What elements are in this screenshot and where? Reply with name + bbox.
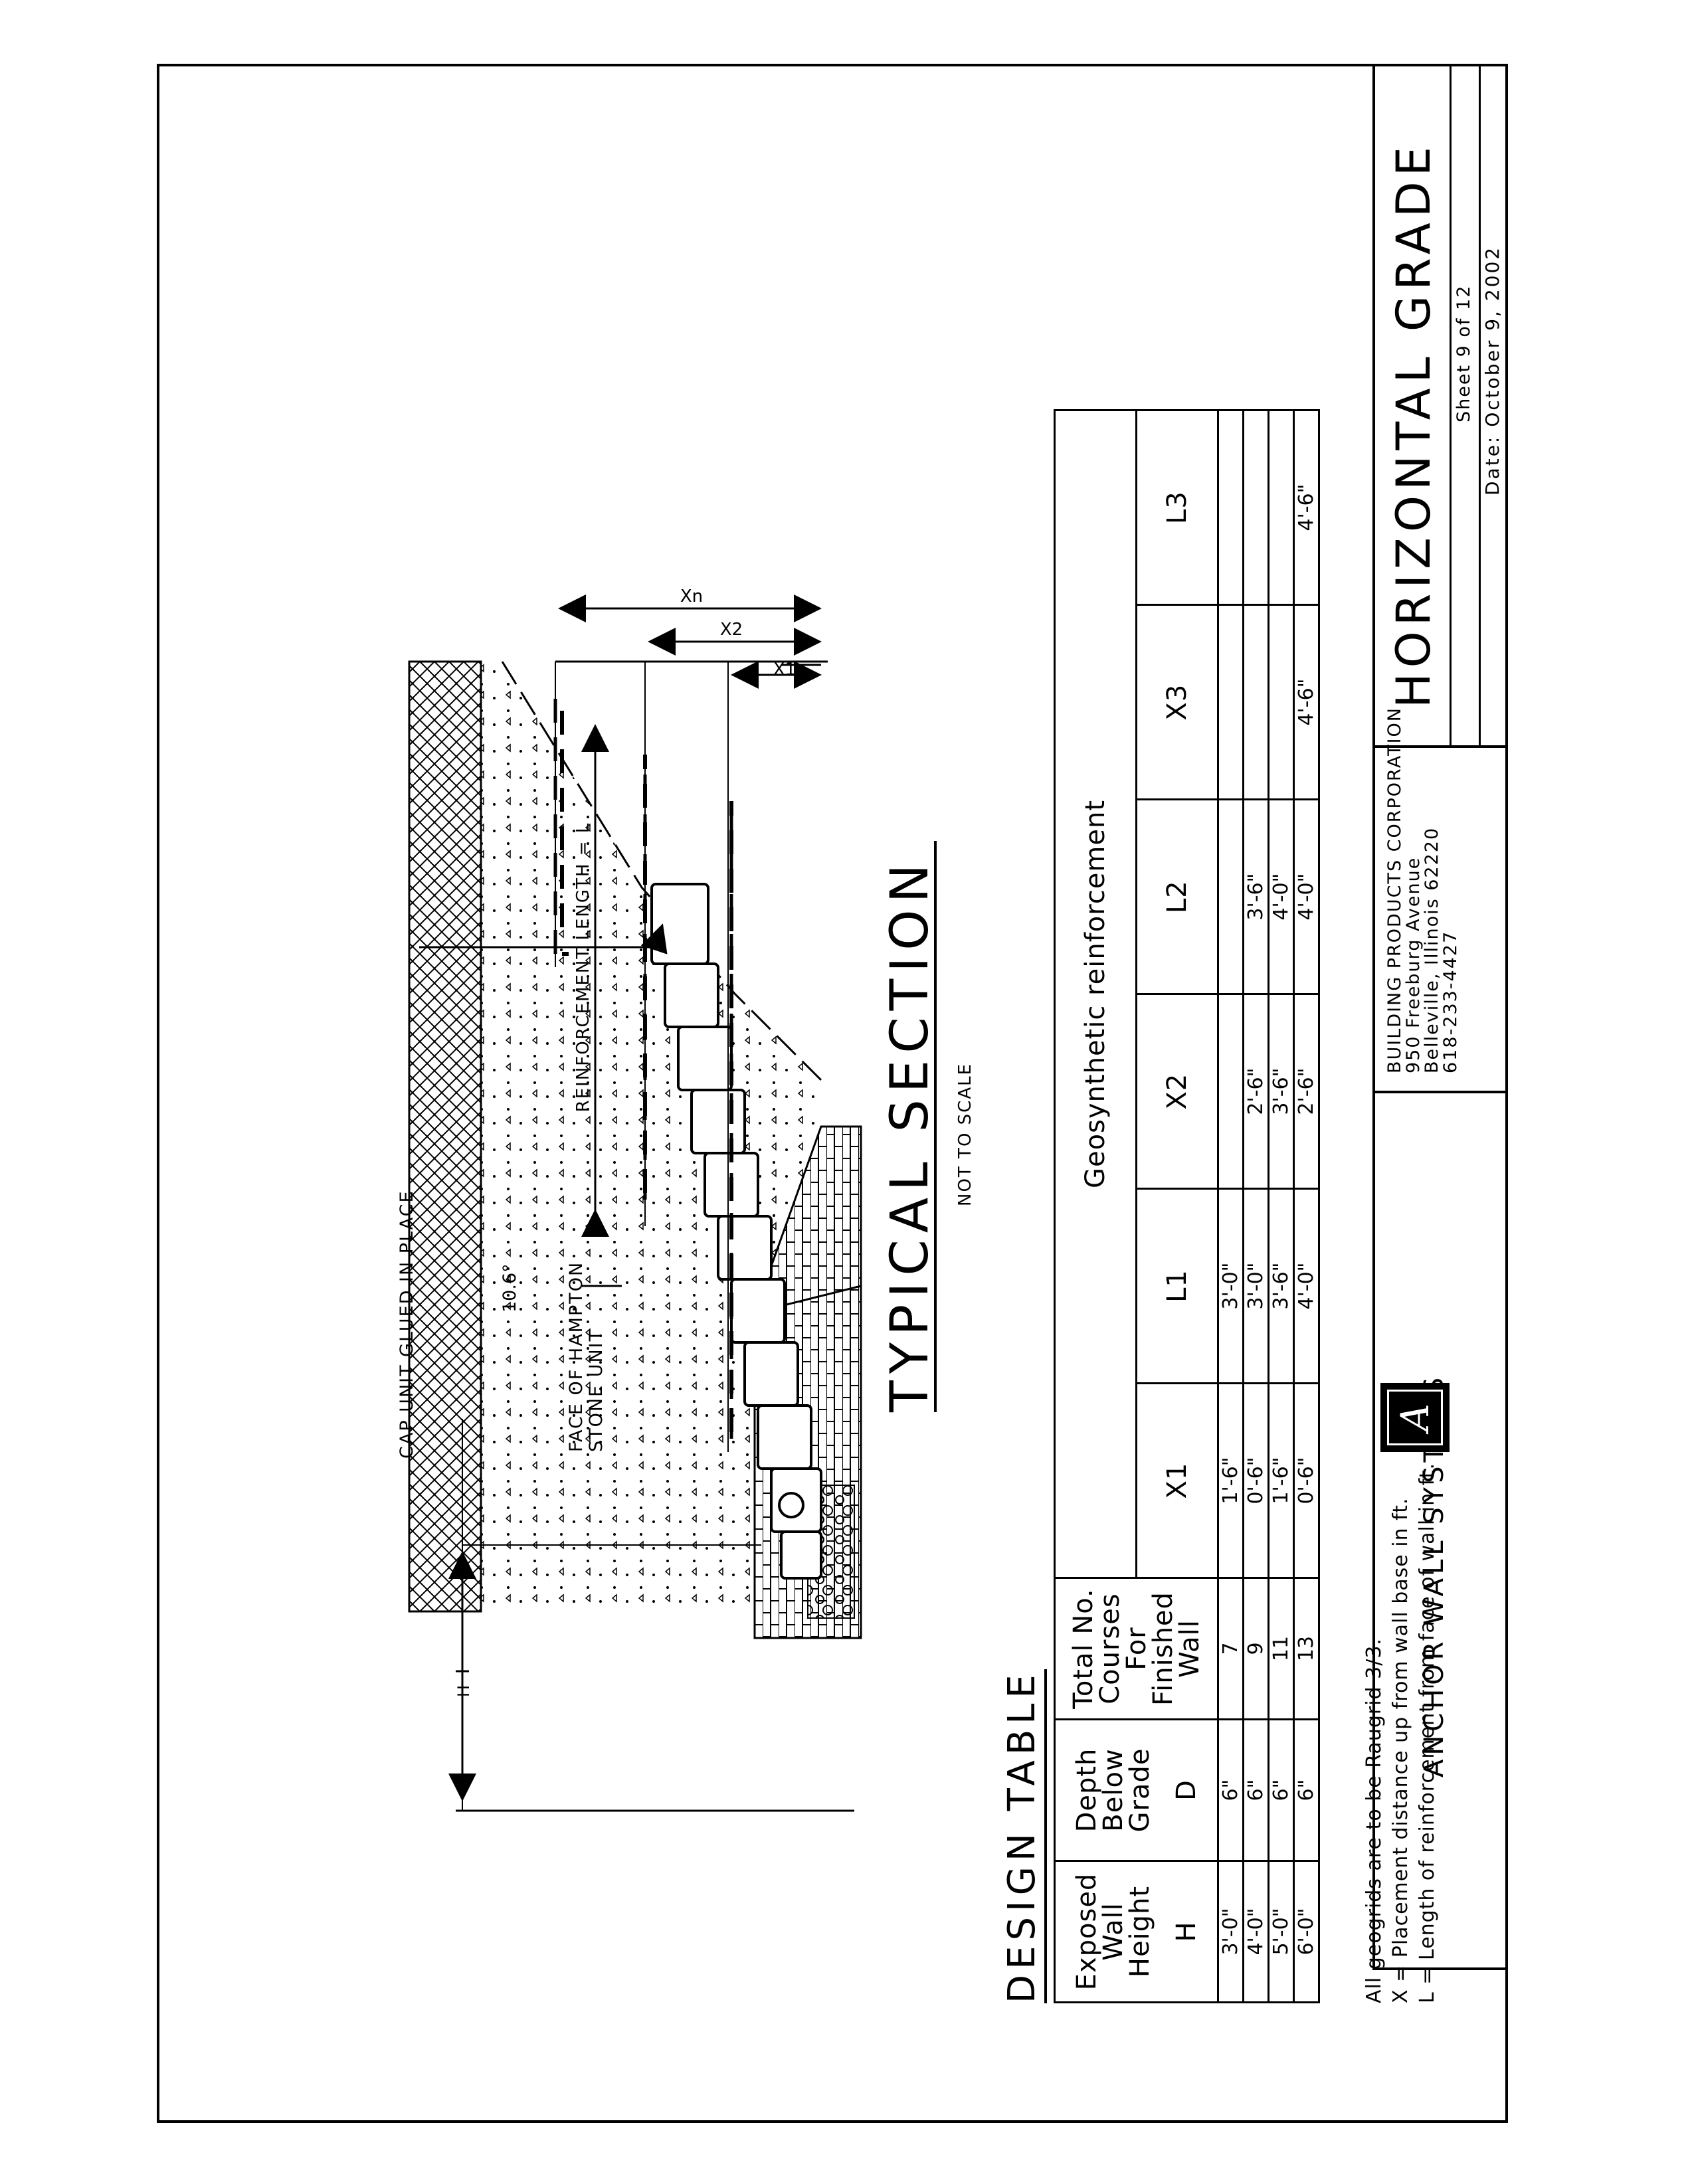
batter-label: 10.6°: [500, 1263, 520, 1313]
face-unit-label-2: STONE UNIT: [586, 1329, 607, 1452]
sheet-date: Date: October 9, 2002: [1481, 245, 1503, 496]
reinforcement-label: REINFORCEMENT LENGTH = L: [573, 822, 593, 1113]
title-block-divider: [1372, 64, 1375, 1970]
header-courses: Total No. Courses For Finished Wall: [1054, 1578, 1218, 1720]
header-l3: L3: [1136, 410, 1218, 605]
x2-label: X2: [720, 620, 743, 640]
table-row: 4'-0" 6" 9 0'-6" 3'-0" 2'-6" 3'-6": [1243, 410, 1269, 2003]
rotated-drawing: REINFORCEMENT LENGTH = L X1 X2 Xn H CA: [157, 64, 1508, 2123]
design-table: Exposed Wall Height H Depth Below Grade …: [1054, 409, 1320, 2003]
note-placement: X = Placement distance up from wall base…: [1389, 1497, 1412, 2003]
header-l1: L1: [1136, 1188, 1218, 1384]
design-table-title: DESIGN TABLE: [1000, 1669, 1047, 2003]
drawing-sheet-border: [157, 64, 1508, 2123]
header-geosynthetic: Geosynthetic reinforcement: [1054, 410, 1137, 1578]
section-subtitle: NOT TO SCALE: [955, 1063, 975, 1206]
address-block: BUILDING PRODUCTS CORPORATION 950 Freebu…: [1384, 706, 1461, 1073]
x1-label: X1: [773, 660, 796, 680]
typical-section-drawing: REINFORCEMENT LENGTH = L X1 X2 Xn H CA: [397, 587, 975, 1812]
table-row: 3'-0" 6" 7 1'-6" 3'-0": [1218, 410, 1244, 2003]
ground-hatch-top: [408, 660, 482, 1613]
drainage-aggregate: [753, 1125, 862, 1315]
h-label: H: [454, 1685, 473, 1697]
logo-mark: A: [1387, 1390, 1443, 1445]
header-wall-height: Exposed Wall Height H: [1054, 1861, 1218, 2003]
logo: A: [1380, 1383, 1450, 1452]
header-l2: L2: [1136, 799, 1218, 994]
header-depth: Depth Below Grade D: [1054, 1719, 1218, 1861]
table-row: 6'-0" 6" 13 0'-6" 4'-0" 2'-6" 4'-0" 4'-6…: [1293, 410, 1319, 2003]
sheet-number: Sheet 9 of 12: [1454, 284, 1474, 422]
header-x3: X3: [1136, 604, 1218, 800]
section-title: TYPICAL SECTION: [880, 858, 940, 1413]
header-x1: X1: [1136, 1383, 1218, 1578]
face-unit-label-1: FACE OF HAMPTON: [566, 1261, 587, 1452]
cap-unit-label: CAP UNIT GLUED IN PLACE: [397, 1190, 417, 1459]
backfill-zone: [481, 662, 821, 1611]
header-x2: X2: [1136, 994, 1218, 1189]
xn-label: Xn: [680, 587, 703, 606]
table-row: 5'-0" 6" 11 1'-6" 3'-6" 3'-6" 4'-0": [1268, 410, 1294, 2003]
sheet-title: HORIZONTAL GRADE: [1386, 141, 1441, 708]
